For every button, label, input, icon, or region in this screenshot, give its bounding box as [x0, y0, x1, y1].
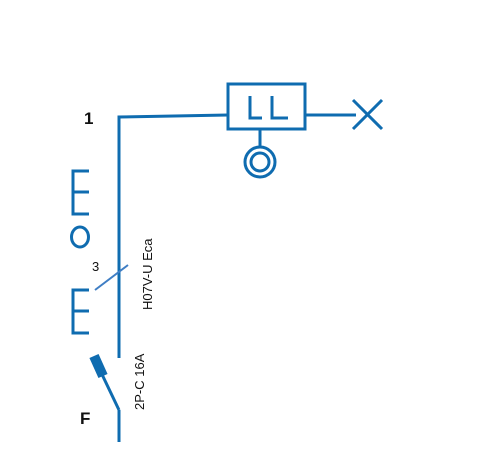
switch-symbol	[226, 82, 307, 131]
circuit-number-label: 1	[84, 109, 93, 128]
legend-e-icon-bottom	[71, 288, 89, 335]
phase-label: F	[80, 409, 90, 428]
lamp-icon	[351, 98, 384, 131]
conductor-count-label: 3	[92, 259, 99, 274]
legend-e-icon-top	[71, 169, 89, 216]
indicator-ring-icon	[243, 129, 277, 179]
cable-type-label: H07V-U Eca	[140, 238, 155, 310]
legend-o-icon	[70, 225, 90, 249]
circuit-breaker-symbol	[89, 353, 121, 442]
breaker-rating-label: 2P-C 16A	[132, 353, 147, 410]
cable-tick-mark	[94, 264, 129, 291]
main-conductor	[117, 113, 229, 358]
